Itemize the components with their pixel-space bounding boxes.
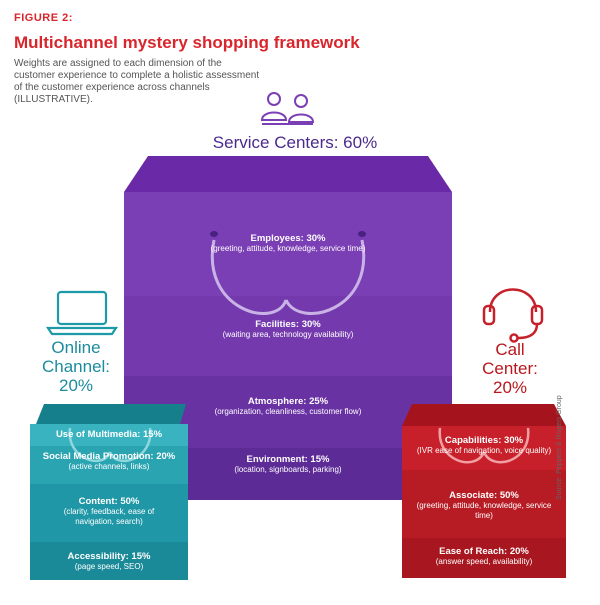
- section-title: Associate: 50%: [449, 490, 519, 501]
- call-reach-text: Ease of Reach: 20% (answer speed, availa…: [402, 546, 566, 567]
- section-title: Accessibility: 15%: [67, 551, 151, 562]
- handle-hole: [210, 231, 218, 237]
- section-title: Capabilities: 30%: [444, 435, 524, 446]
- people-icon: [260, 92, 315, 125]
- section-title: Social Media Promotion: 20%: [42, 451, 176, 462]
- call-bag-top: [402, 404, 566, 426]
- online-section-accessibility: [30, 542, 188, 580]
- service-employees-text: Employees: 30% (greeting, attitude, know…: [206, 233, 370, 254]
- online-social-text: Social Media Promotion: 20% (active chan…: [30, 451, 188, 472]
- section-detail: (IVR ease of navigation, voice quality): [416, 446, 552, 455]
- call-section-associate: [402, 470, 566, 538]
- section-detail: (active channels, links): [68, 462, 150, 471]
- call-caption-line: Center:: [482, 359, 538, 378]
- online-bag-top: [36, 404, 186, 424]
- service-section-employees: [124, 192, 452, 296]
- section-detail: (greeting, attitude, knowledge, service …: [210, 244, 366, 253]
- service-bag-handle: [210, 239, 366, 315]
- section-title: Facilities: 30%: [255, 319, 321, 330]
- service-section-facilities: [124, 296, 452, 376]
- section-detail: (clarity, feedback, ease of navigation, …: [63, 507, 155, 526]
- handle-hole: [358, 231, 366, 237]
- online-bag-handle: [68, 427, 152, 463]
- figure-subtitle: Weights are assigned to each dimension o…: [14, 58, 260, 105]
- section-detail: (organization, cleanliness, customer flo…: [214, 407, 362, 416]
- laptop-icon: [45, 290, 119, 336]
- online-channel-bag: [30, 404, 188, 580]
- service-centers-caption: Service Centers: 60%: [212, 133, 378, 152]
- call-section-reach: [402, 538, 566, 578]
- section-detail: (answer speed, availability): [435, 557, 533, 566]
- call-center-bag: [402, 404, 566, 578]
- online-accessibility-text: Accessibility: 15% (page speed, SEO): [30, 551, 188, 572]
- headset-icon: [482, 288, 544, 343]
- call-caption-line: Call: [495, 340, 525, 359]
- online-channel-caption: Online Channel: 20%: [28, 338, 124, 395]
- figure-title: Multichannel mystery shopping framework: [14, 33, 360, 52]
- section-title: Ease of Reach: 20%: [439, 546, 529, 557]
- service-atmosphere-text: Atmosphere: 25% (organization, cleanline…: [206, 396, 370, 417]
- online-content-text: Content: 50% (clarity, feedback, ease of…: [50, 496, 168, 526]
- section-title: Atmosphere: 25%: [247, 396, 329, 407]
- online-caption-percent: 20%: [58, 376, 94, 395]
- section-title: Employees: 30%: [250, 233, 326, 244]
- call-caption-percent: 20%: [492, 378, 528, 397]
- call-center-caption: Call Center: 20%: [460, 340, 560, 397]
- online-multimedia-text: Use of Multimedia: 15%: [30, 429, 188, 440]
- section-detail: (greeting, attitude, knowledge, service …: [416, 501, 552, 520]
- section-title: Environment: 15%: [246, 454, 330, 465]
- call-associate-text: Associate: 50% (greeting, attitude, know…: [412, 490, 556, 520]
- service-bag-top: [124, 156, 452, 192]
- online-section-content: [30, 484, 188, 542]
- section-detail: (location, signboards, parking): [234, 465, 342, 474]
- source-credit: Source: Peppers & Rogers Group: [556, 395, 563, 500]
- service-environment-text: Environment: 15% (location, signboards, …: [206, 454, 370, 475]
- service-facilities-text: Facilities: 30% (waiting area, technolog…: [206, 319, 370, 340]
- section-title: Use of Multimedia: 15%: [55, 429, 163, 440]
- section-detail: (page speed, SEO): [74, 562, 144, 571]
- call-section-capabilities: [402, 426, 566, 470]
- figure-label: FIGURE 2:: [14, 12, 73, 24]
- call-capabilities-text: Capabilities: 30% (IVR ease of navigatio…: [402, 435, 566, 456]
- section-title: Content: 50%: [78, 496, 140, 507]
- call-bag-handle: [438, 427, 530, 464]
- online-caption-line: Online: [51, 338, 101, 357]
- section-detail: (waiting area, technology availability): [222, 330, 354, 339]
- online-caption-line: Channel:: [41, 357, 111, 376]
